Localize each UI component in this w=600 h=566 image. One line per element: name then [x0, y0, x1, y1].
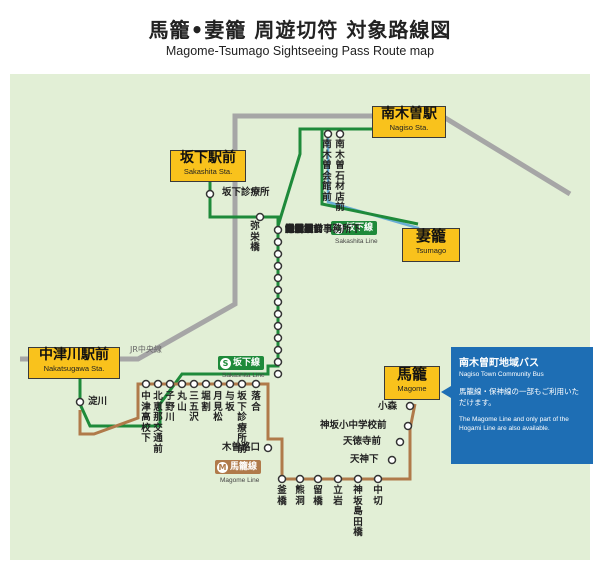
stop-komori: 小森	[378, 401, 398, 412]
stop-yamaguchi: 山口総合事務所下	[285, 224, 362, 235]
stop-kitaena: 北恵那交通前	[153, 391, 163, 455]
jr-chuo-line	[20, 113, 572, 362]
magome-line	[78, 382, 417, 481]
station-sakashita: 坂下駅前 Sakashita Sta.	[170, 150, 246, 182]
info-body-en: The Magome Line and only part of the Hog…	[459, 416, 569, 432]
stop-konokawa: 子野川	[165, 391, 175, 423]
stop-kamabashi: 釜橋	[277, 485, 287, 507]
sakashita-line-en-lower: Sakashita Line	[222, 372, 265, 379]
stop-nakagiri: 中切	[373, 485, 383, 507]
sakashita-line-en: Sakashita Line	[335, 238, 378, 245]
info-title: 南木曽町地域バス	[459, 358, 539, 369]
stop-kumabora: 熊洞	[295, 485, 305, 507]
map-subtitle: Magome-Tsumago Sightseeing Pass Route ma…	[165, 44, 435, 58]
stop-yasaka: 弥栄橋	[250, 221, 260, 253]
sakashita-line	[78, 127, 390, 428]
stop-sakashita-clinic: 坂下診療所	[222, 187, 270, 198]
map-title: 馬籠•妻籠 周遊切符 対象路線図	[148, 18, 452, 42]
route-lines	[20, 113, 572, 484]
station-nagiso: 南木曽駅 Nagiso Sta.	[372, 106, 446, 138]
stop-yomeizawa: 嫁射沢	[285, 224, 314, 235]
stop-tomebashi: 留橋	[313, 485, 323, 507]
sakashita-tsumago-link	[320, 129, 419, 226]
stop-shimizudaira: 清水平	[285, 224, 314, 235]
station-nakatsugawa: 中津川駅前 Nakatsugawa Sta.	[28, 347, 120, 379]
stop-masudaya: 増田屋前	[285, 224, 324, 235]
stop-jinja-mae: 神社前	[285, 224, 314, 235]
stop-sakashita-clinic-mae: 坂下診療所前	[237, 391, 247, 455]
stop-maruyama: 丸山	[177, 391, 187, 413]
stop-tsukimimatsu: 月見松	[213, 391, 223, 423]
route-map: 南木曽駅 Nagiso Sta. 坂下駅前 Sakashita Sta. 妻籠 …	[10, 74, 593, 560]
stop-osawabashi: 大沢橋	[285, 224, 314, 235]
stop-miharashiguchi: 見晴口	[285, 224, 314, 235]
stop-okuteguchi: 大久手口	[285, 224, 324, 235]
stop-nakatsu-koko: 中津高校下	[141, 391, 151, 444]
stop-aokiguchi: 青木口	[285, 224, 314, 235]
stop-azumaya: 吾妻屋前	[285, 224, 324, 235]
magome-line-en: Magome Line	[220, 477, 260, 484]
info-body-ja: 馬籠線・保神線の一部もご利用いただけます。	[459, 387, 579, 407]
info-subtitle: Nagiso Town Community Bus	[459, 371, 544, 378]
sakashita-branch	[208, 180, 280, 226]
stop-sangozawa: 三五沢	[189, 391, 199, 423]
stop-oshimaya: 大島屋前	[285, 224, 324, 235]
stop-misaka-school: 神坂小中学校前	[320, 420, 387, 431]
community-bus-info: 南木曽町地域バス Nagiso Town Community Bus 馬籠線・保…	[451, 347, 593, 464]
stop-markers	[75, 129, 415, 484]
stop-ochiai: 落合	[251, 391, 261, 413]
jr-line-label: JR中央線	[130, 345, 162, 354]
stop-yosaka: 与坂	[225, 391, 235, 413]
stop-kisojiguchi: 木曽路口	[222, 442, 261, 453]
stop-misaka-shimada: 神坂島田橋	[353, 485, 363, 538]
stop-tenjinshita: 天神下	[350, 454, 379, 465]
stop-todorokidani: 轟谷	[285, 224, 305, 235]
stop-tentokuji: 天徳寺前	[343, 436, 382, 447]
station-tsumago: 妻籠 Tsumago	[402, 228, 460, 262]
stop-horiwari: 堀割	[201, 391, 211, 413]
stop-nagiso-kaikan: 南木曽会館前	[322, 139, 332, 203]
station-magome: 馬籠 Magome	[384, 366, 440, 400]
stop-tateiwa: 立岩	[333, 485, 343, 507]
stop-nagiso-sekizai: 南木曽石材店前	[335, 139, 345, 213]
stop-yodogawa: 淀川	[88, 396, 108, 407]
info-box-pointer	[441, 386, 451, 398]
stop-oomataguchi: 大又口	[285, 224, 314, 235]
